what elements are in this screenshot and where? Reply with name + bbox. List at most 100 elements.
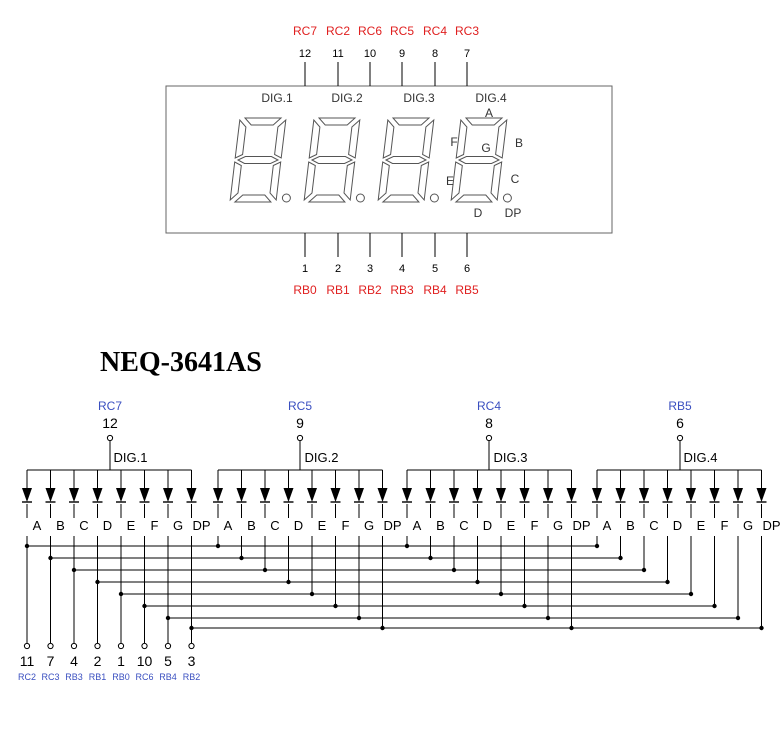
diode-triangle — [307, 488, 317, 502]
segment-label-d: D — [474, 206, 483, 220]
segment-pin-port-label: RC2 — [18, 672, 36, 682]
segment-pin-terminal — [188, 642, 195, 650]
schematic-digit-label: DIG.3 — [494, 450, 528, 465]
bottom-pin-port-label: RB5 — [455, 283, 479, 297]
segment-column-label: D — [294, 518, 303, 533]
segment-pin-port-label: RB4 — [159, 672, 177, 682]
top-pin-number: 7 — [464, 48, 470, 60]
segment-pin-terminal — [141, 642, 148, 650]
diode-triangle — [662, 488, 673, 502]
diode-triangle — [236, 488, 247, 502]
diode-triangle — [543, 488, 553, 502]
diode-triangle — [260, 488, 270, 502]
diode-triangle — [449, 488, 459, 502]
segment-pin-port-label: RB2 — [183, 672, 201, 682]
segment-column-label: G — [553, 518, 563, 533]
segment-e — [229, 161, 242, 202]
segment-column-label: D — [673, 518, 682, 533]
digit-pin-number: 6 — [676, 415, 684, 431]
diode-triangle — [186, 488, 197, 502]
bottom-pin-number: 3 — [367, 263, 373, 275]
segment-pin-terminal — [47, 642, 54, 650]
segment-column-label: A — [413, 518, 422, 533]
bottom-pin-port-label: RB0 — [293, 283, 317, 297]
segment-label-b: B — [515, 136, 523, 150]
diode-triangle — [330, 488, 341, 502]
segment-a — [243, 117, 283, 126]
segment-pin-number: 1 — [117, 653, 125, 669]
top-pin-port-label: RC7 — [293, 24, 317, 38]
top-pin-port-label: RC2 — [326, 24, 350, 38]
bottom-pin-port-label: RB3 — [390, 283, 414, 297]
segment-a — [317, 117, 357, 126]
segment-pin-number: 5 — [164, 653, 172, 669]
segment-d — [454, 194, 493, 203]
diode-triangle — [566, 488, 577, 502]
segment-column-label: D — [483, 518, 492, 533]
segment-column-label: F — [151, 518, 159, 533]
diode-triangle — [686, 488, 696, 502]
digit-pin-port-label: RC4 — [477, 399, 501, 413]
segment-d — [233, 194, 272, 203]
diode-triangle — [377, 488, 388, 502]
bottom-pin-number: 6 — [464, 263, 470, 275]
diode-triangle — [639, 488, 649, 502]
segment-f — [455, 118, 468, 159]
segment-label-c: C — [511, 172, 520, 186]
schematic-digit-label: DIG.4 — [684, 450, 718, 465]
segment-f — [308, 118, 321, 159]
top-pin-number: 10 — [364, 48, 376, 60]
diode-triangle — [615, 488, 626, 502]
diode-triangle — [22, 488, 32, 502]
segment-pin-number: 4 — [70, 653, 78, 669]
segment-column-label: D — [103, 518, 112, 533]
digit-pin-number: 8 — [485, 415, 493, 431]
segment-pin-port-label: RB3 — [65, 672, 83, 682]
segment-dp — [429, 193, 439, 203]
bottom-pin-number: 1 — [302, 263, 308, 275]
digit-label: DIG.1 — [261, 91, 293, 105]
digit-pin-number: 9 — [296, 415, 304, 431]
top-pin-port-label: RC6 — [358, 24, 382, 38]
diode-triangle — [213, 488, 223, 502]
segment-column-label: E — [318, 518, 327, 533]
digit-label: DIG.4 — [475, 91, 507, 105]
segment-dp — [502, 193, 512, 203]
segment-d — [381, 194, 420, 203]
segment-column-label: DP — [572, 518, 590, 533]
diode-triangle — [45, 488, 56, 502]
top-pin-port-label: RC4 — [423, 24, 447, 38]
segment-column-label: B — [626, 518, 635, 533]
segment-pin-terminal — [164, 642, 172, 650]
diode-triangle — [116, 488, 126, 502]
segment-pin-number: 11 — [20, 653, 35, 669]
diode-triangle — [354, 488, 364, 502]
digit-pin-number: 12 — [102, 415, 118, 431]
segment-label-f: F — [450, 135, 457, 149]
top-pin-number: 8 — [432, 48, 438, 60]
diode-triangle — [425, 488, 436, 502]
segment-b — [495, 118, 508, 159]
segment-label-g: G — [481, 141, 490, 155]
diode-triangle — [139, 488, 150, 502]
diode-triangle — [69, 488, 79, 502]
bottom-pin-number: 4 — [399, 263, 405, 275]
segment-column-label: F — [721, 518, 729, 533]
segment-column-label: C — [270, 518, 279, 533]
diode-triangle — [283, 488, 294, 502]
diode-triangle — [756, 488, 767, 502]
segment-dp — [355, 193, 365, 203]
segment-label-e: E — [446, 174, 454, 188]
segment-c — [269, 161, 282, 202]
digit-pin-port-label: RC7 — [98, 399, 122, 413]
segment-b — [422, 118, 435, 159]
schematic-digit-label: DIG.1 — [114, 450, 148, 465]
segment-c — [417, 161, 430, 202]
diode-triangle — [496, 488, 506, 502]
segment-pin-terminal — [117, 642, 125, 650]
segment-column-label: E — [507, 518, 516, 533]
segment-a — [391, 117, 431, 126]
segment-dp — [281, 193, 291, 203]
segment-pin-number: 7 — [47, 653, 55, 669]
diode-triangle — [709, 488, 720, 502]
